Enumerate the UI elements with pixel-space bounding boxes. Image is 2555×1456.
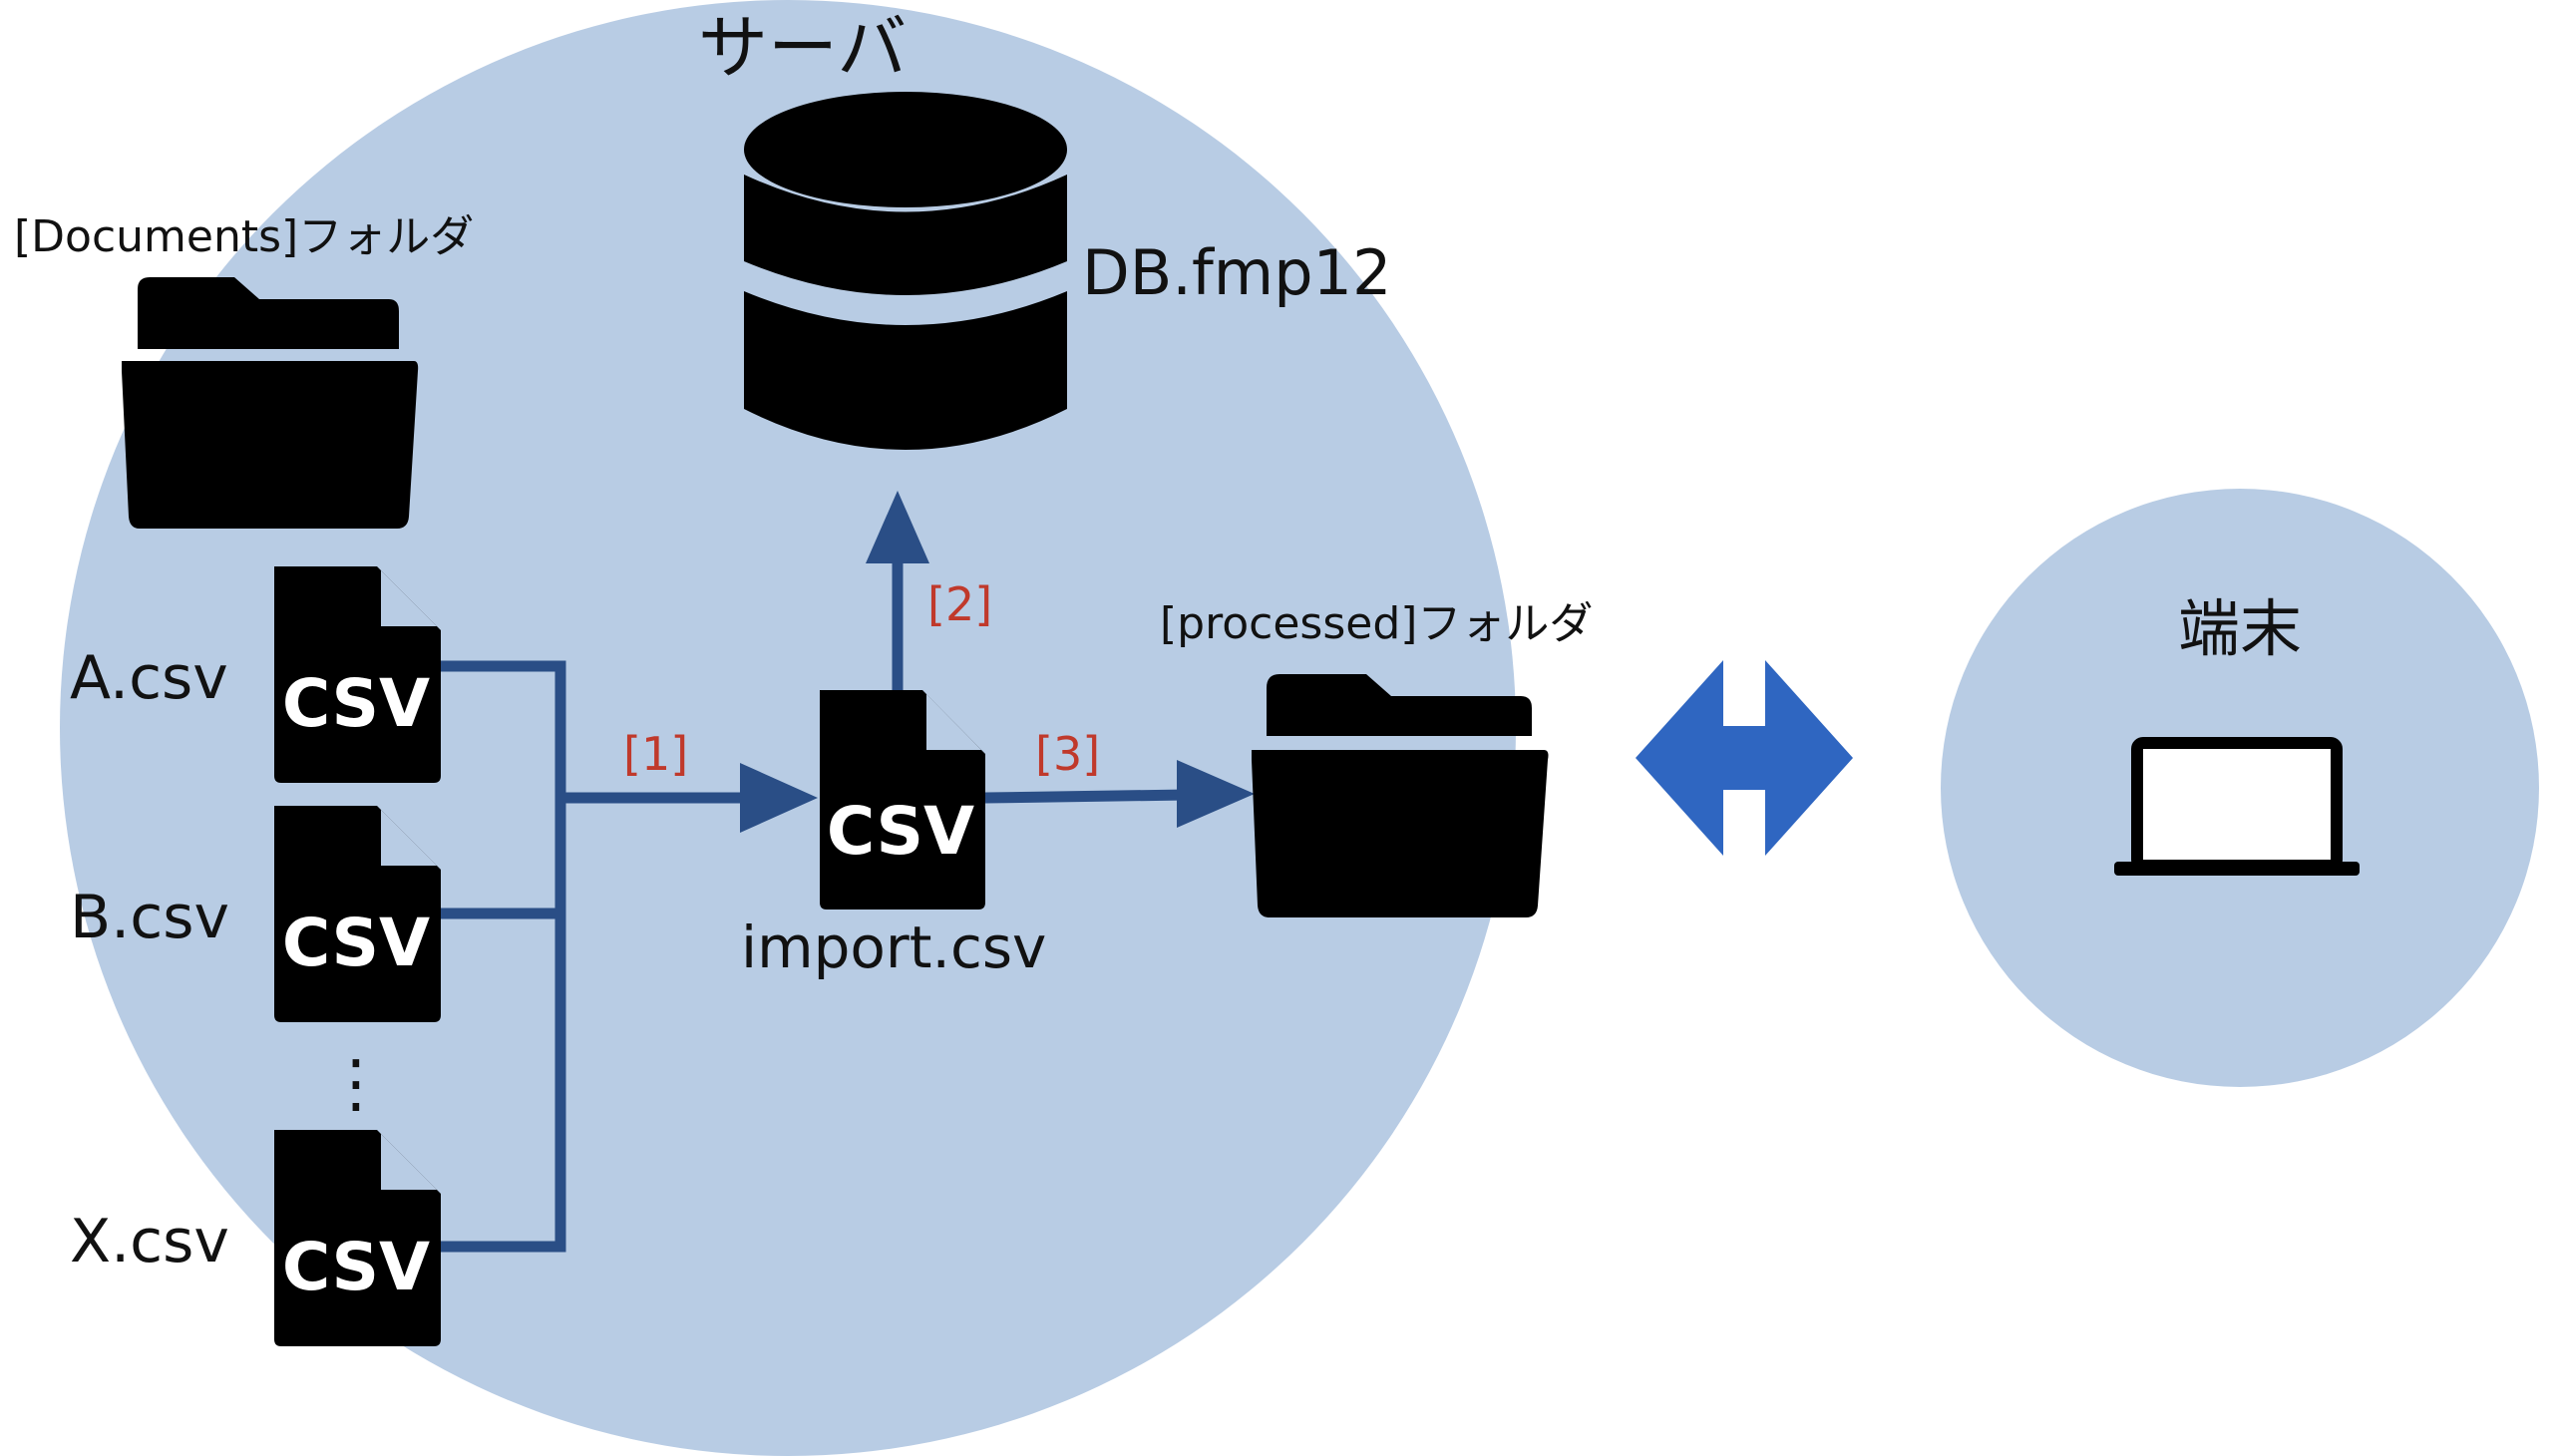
arrow-step-1 [560, 763, 818, 833]
processed-folder-label: [processed]フォルダ [1160, 598, 1593, 649]
laptop-icon [2114, 737, 2360, 876]
merge-connector [441, 660, 566, 1253]
database-icon [744, 92, 1067, 450]
processed-folder-icon [1252, 674, 1549, 917]
csv-file-icon-a: CSV [274, 566, 441, 783]
svg-text:CSV: CSV [282, 665, 430, 742]
arrow-step-2 [866, 491, 929, 690]
csv-file-icon-x: CSV [274, 1130, 441, 1346]
sync-arrow-icon [1636, 660, 1853, 856]
documents-folder-label: [Documents]フォルダ [14, 211, 474, 262]
import-csv-icon: CSV [820, 690, 985, 910]
step-3-label: [3] [1035, 727, 1100, 781]
csv-file-name-x: X.csv [70, 1207, 229, 1276]
svg-text:CSV: CSV [827, 793, 974, 870]
csv-file-name-a: A.csv [70, 643, 228, 713]
arrow-step-3 [984, 760, 1255, 828]
csv-file-icon-b: CSV [274, 806, 441, 1022]
import-file-name: import.csv [741, 913, 1046, 981]
csv-file-name-b: B.csv [70, 883, 229, 952]
step-2-label: [2] [927, 577, 992, 631]
svg-text:CSV: CSV [282, 905, 430, 981]
server-title: サーバ [698, 7, 907, 89]
ellipsis: ⋮ [324, 1047, 388, 1121]
server-circle [60, 0, 1516, 1456]
svg-text:CSV: CSV [282, 1229, 430, 1305]
step-1-label: [1] [623, 727, 688, 781]
client-title: 端末 [2178, 592, 2302, 665]
database-name: DB.fmp12 [1082, 236, 1391, 309]
documents-folder-icon [122, 277, 419, 529]
